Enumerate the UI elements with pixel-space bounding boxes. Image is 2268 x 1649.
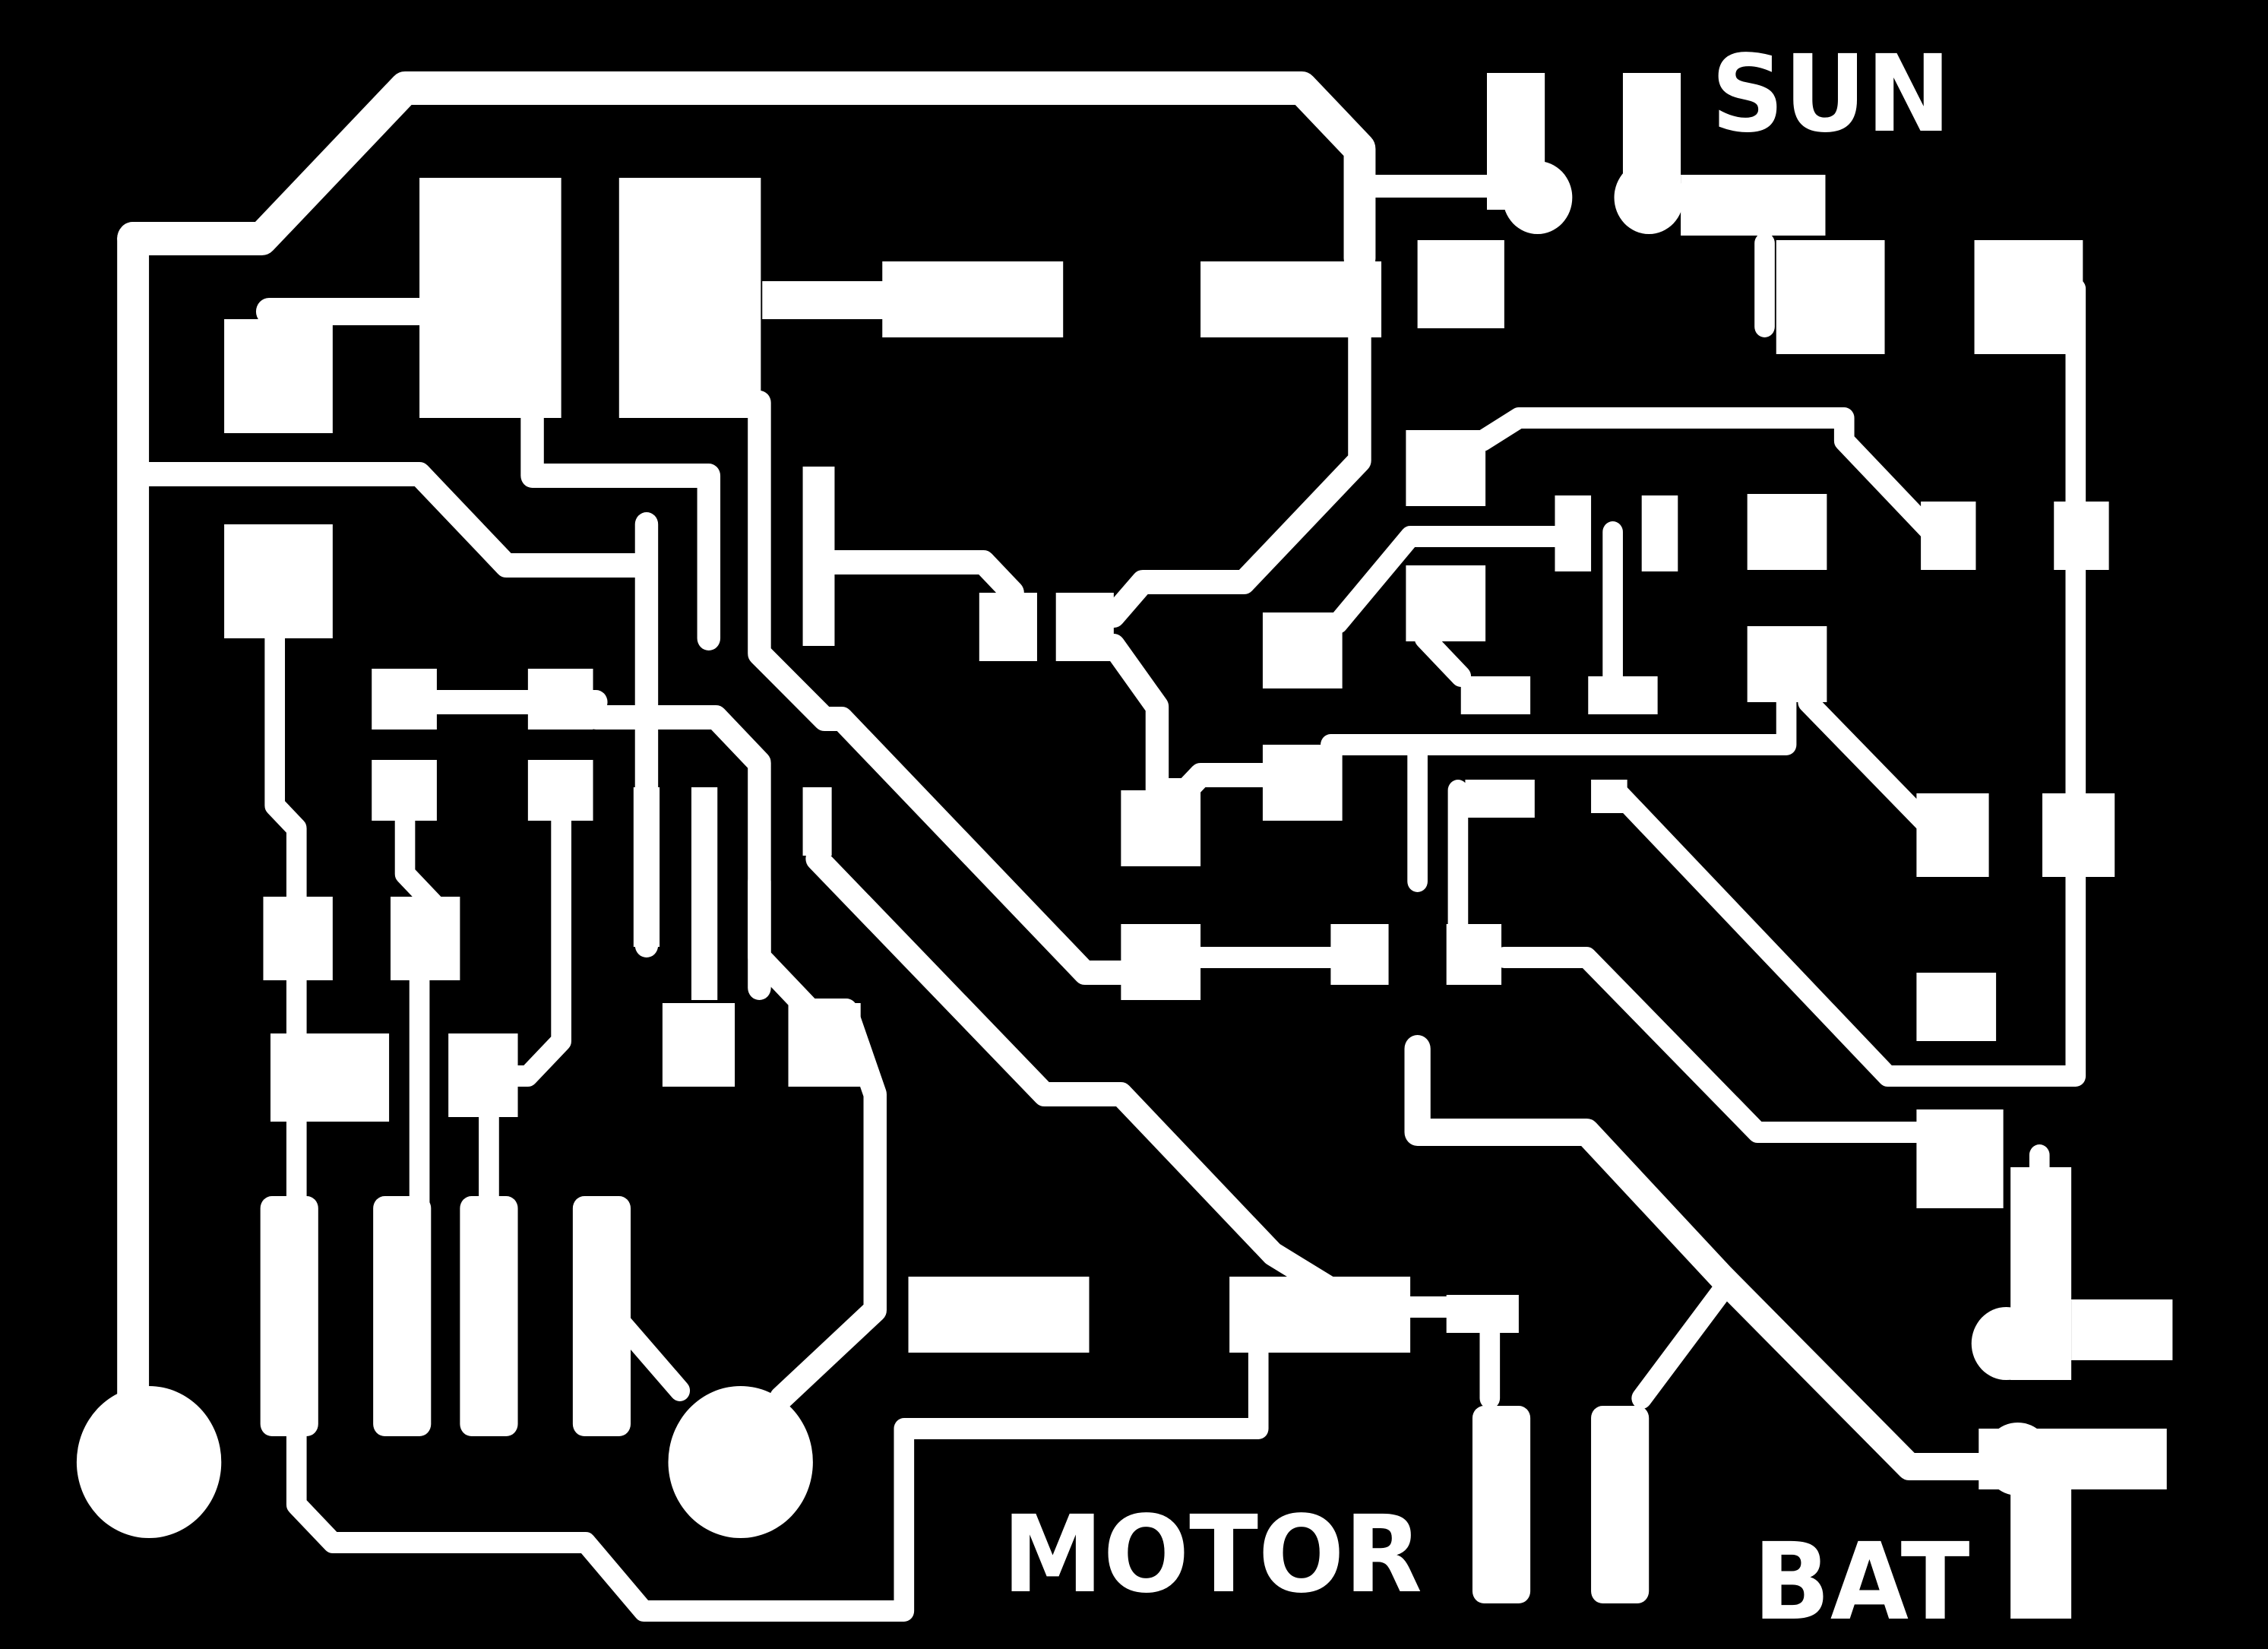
pad-right-2 [2042, 793, 2115, 877]
trace-left-bus [121, 462, 656, 578]
trace-right-diag [1494, 947, 1941, 1143]
pad-ic-9 [1460, 676, 1531, 714]
pad-top-mid-link [762, 281, 886, 319]
pad-r-7 [270, 1033, 390, 1122]
trace-upper-mid [520, 398, 721, 650]
pad-sun-link-2 [1417, 240, 1504, 328]
pad-motor-3 [1446, 1295, 1519, 1333]
pad-ic-3 [1641, 495, 1678, 571]
pad-sun-3 [1776, 240, 1885, 354]
trace-vertical-b [748, 391, 1133, 985]
trace-ic-top [1327, 526, 1580, 634]
pad-ic-1 [1406, 430, 1486, 506]
pad-ic-2 [1555, 495, 1592, 571]
pad-sun-1-round [1502, 161, 1573, 234]
pad-mid-4 [1330, 924, 1389, 985]
pad-bat-1 [1916, 1109, 2004, 1208]
trace-res-col-1 [264, 620, 1269, 1622]
pad-motor-1 [908, 1277, 1090, 1353]
pad-r-5 [263, 897, 333, 980]
pad-mid-7 [1591, 780, 1627, 813]
trace-bat-diag [1631, 1281, 1732, 1409]
trace-res-col-2 [394, 810, 444, 915]
pad-r-2 [527, 669, 593, 730]
pad-ic-8 [1262, 612, 1343, 688]
pad-q-3 [802, 467, 835, 646]
pad-tl-4 [224, 524, 333, 638]
pad-hdr-2 [373, 1196, 432, 1436]
pad-ic-10 [1588, 676, 1658, 714]
trace-res-col-3 [503, 810, 571, 1087]
pad-ic-5 [1921, 502, 1976, 570]
copper-traces [117, 71, 2086, 1622]
copper-pads [76, 73, 2173, 1619]
trace-right-down [1407, 734, 1469, 938]
pad-right-1 [1916, 793, 1989, 877]
pad-ic-6 [2054, 502, 2109, 570]
pad-c-2 [691, 787, 718, 1000]
pad-bat-3 [2071, 1299, 2173, 1360]
pad-r-3 [372, 760, 437, 821]
pad-motor-terminal-1 [76, 1386, 222, 1538]
pad-mid-5 [1446, 924, 1502, 985]
label-bat: BAT [1753, 1521, 1969, 1644]
label-motor: MOTOR [1002, 1493, 1422, 1617]
pad-right-3 [1916, 973, 1997, 1041]
pad-mid-6 [1465, 780, 1535, 818]
trace-right-diag-2 [1609, 278, 2086, 1087]
trace-diag-long [805, 847, 1371, 1319]
pad-r-6 [390, 897, 460, 980]
pad-tl-3 [618, 178, 761, 418]
label-sun: SUN [1711, 33, 1951, 157]
trace-outer-top [117, 71, 1376, 275]
trace-mid-right [805, 550, 1024, 605]
pad-tl-1 [224, 319, 333, 433]
pad-tl-2 [419, 178, 561, 418]
pad-motor-5 [1591, 1406, 1650, 1603]
pad-bat-5 [2010, 1467, 2072, 1619]
pad-r-8 [448, 1033, 518, 1117]
pad-r-4 [527, 760, 593, 821]
pad-hdr-1 [260, 1196, 318, 1436]
pad-motor-terminal-2 [668, 1386, 813, 1538]
pad-c-3 [802, 787, 832, 856]
pad-mid-3 [1121, 924, 1201, 1000]
pad-ic-11 [1747, 626, 1827, 702]
pad-top-mid-2 [1200, 261, 1382, 337]
pad-mid-1 [1121, 790, 1201, 866]
pad-sun-link-3 [1681, 175, 1826, 236]
pad-bat-round-1 [1971, 1307, 2042, 1380]
pad-q-2 [1055, 593, 1114, 661]
trace-right-long [1404, 1035, 2039, 1480]
pad-r-1 [372, 669, 437, 730]
pad-hdr-3 [460, 1196, 518, 1436]
pad-c-1 [633, 787, 660, 947]
pad-motor-2 [1229, 1277, 1411, 1353]
pad-sun-link-1 [1374, 175, 1490, 198]
pad-hdr-4 [572, 1196, 631, 1436]
trace-q-to-top [1102, 315, 1371, 628]
pad-mid-low-1 [662, 1003, 735, 1087]
pad-sun-2-round [1614, 161, 1684, 234]
pad-ic-7 [1406, 565, 1486, 641]
pad-motor-4 [1472, 1406, 1531, 1603]
pad-mid-low-2 [788, 1003, 861, 1087]
trace-right-bus [1321, 692, 1797, 755]
pad-sun-4 [1974, 240, 2083, 354]
pad-top-mid [882, 261, 1064, 337]
pad-ic-4 [1747, 494, 1827, 570]
pad-mid-2 [1262, 745, 1343, 821]
pad-q-1 [979, 593, 1037, 661]
trace-right-top-loop [1472, 407, 1949, 550]
